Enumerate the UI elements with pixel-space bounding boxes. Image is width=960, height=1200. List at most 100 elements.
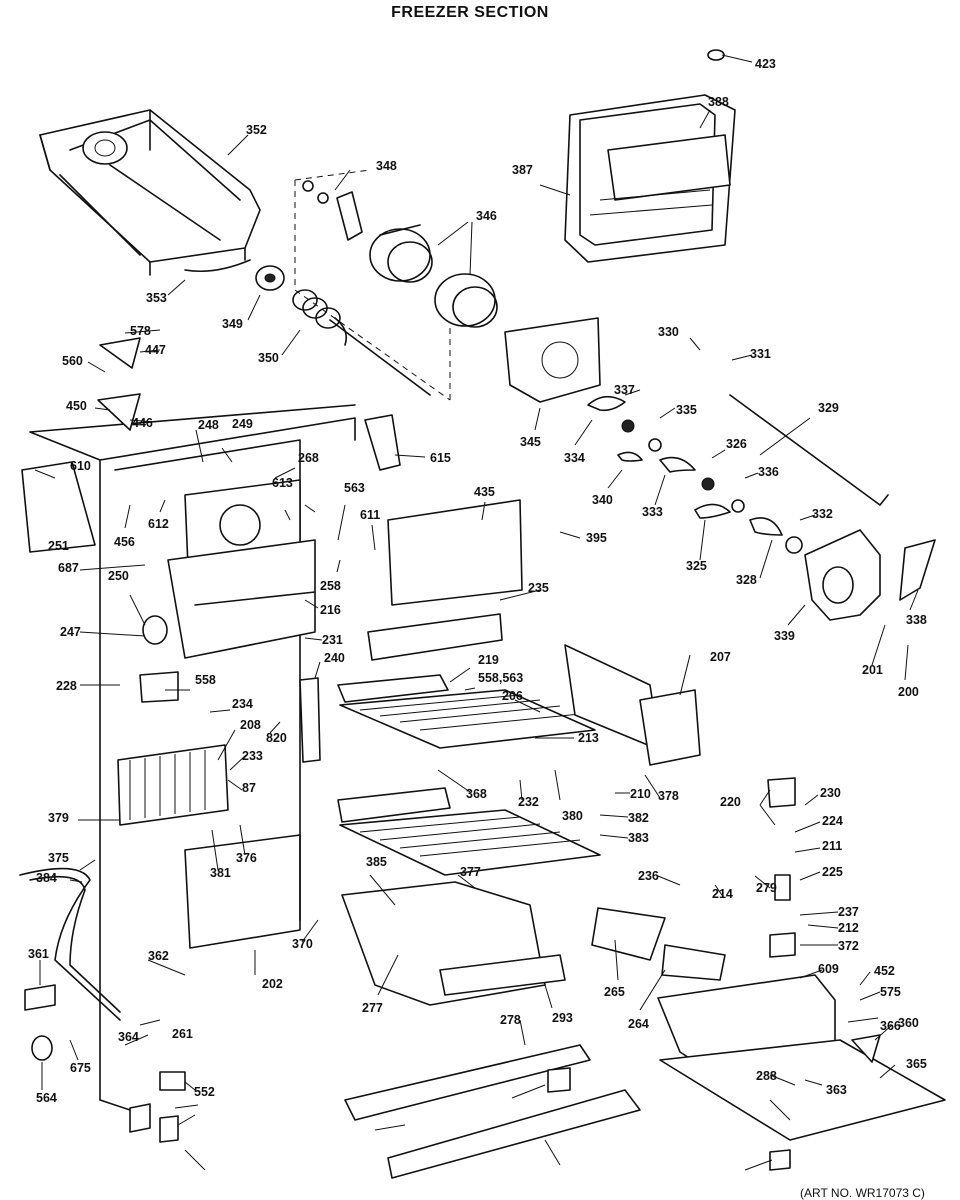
part-callout-353: 353	[146, 291, 167, 305]
part-callout-337: 337	[614, 383, 635, 397]
part-callout-563: 563	[344, 481, 365, 495]
timer-370-drawing	[661, 944, 726, 981]
part-callout-333: 333	[642, 505, 663, 519]
part-callouts: 4233883873523483463533493505784475604504…	[28, 57, 927, 1105]
part-callout-552: 552	[194, 1085, 215, 1099]
part-callout-388: 388	[708, 95, 729, 109]
part-callout-228: 228	[56, 679, 77, 693]
part-callout-87: 87	[242, 781, 256, 795]
part-callout-338: 338	[906, 613, 927, 627]
part-callout-220: 220	[720, 795, 741, 809]
part-callout-288: 288	[756, 1069, 777, 1083]
alignment-dashes	[294, 169, 451, 401]
part-callout-336: 336	[758, 465, 779, 479]
grille-288-drawing	[387, 1089, 641, 1179]
part-callout-214: 214	[712, 887, 733, 901]
part-callout-212: 212	[838, 921, 859, 935]
part-callout-384: 384	[36, 871, 57, 885]
part-callout-387: 387	[512, 163, 533, 177]
part-callout-236: 236	[638, 869, 659, 883]
part-callout-202: 202	[262, 977, 283, 991]
ice-maker-drawing	[564, 644, 701, 766]
part-callout-330: 330	[658, 325, 679, 339]
part-callout-293: 293	[552, 1011, 573, 1025]
part-callout-206: 206	[502, 689, 523, 703]
part-callout-361: 361	[28, 947, 49, 961]
part-callout-265: 265	[604, 985, 625, 999]
part-callout-363: 363	[826, 1083, 847, 1097]
part-callout-452: 452	[874, 964, 895, 978]
part-callout-331: 331	[750, 347, 771, 361]
part-callout-352: 352	[246, 123, 267, 137]
part-callout-225: 225	[822, 865, 843, 879]
part-callout-381: 381	[210, 866, 231, 880]
part-callout-279: 279	[756, 881, 777, 895]
motor-drawing	[785, 529, 936, 621]
part-callout-423: 423	[755, 57, 776, 71]
shelf-front-258-drawing	[367, 613, 503, 661]
part-callout-456: 456	[114, 535, 135, 549]
wire-329-drawing	[729, 394, 889, 506]
leader-lines	[34, 54, 919, 1171]
part-callout-575: 575	[880, 985, 901, 999]
part-callout-365: 365	[906, 1057, 927, 1071]
part-callout-240: 240	[324, 651, 345, 665]
part-callout-207: 207	[710, 650, 731, 664]
bracket-372-drawing	[591, 907, 666, 961]
part-callout-328: 328	[736, 573, 757, 587]
auger-drawing	[255, 265, 431, 396]
diagram-title: FREEZER SECTION	[391, 4, 549, 21]
part-callout-383: 383	[628, 831, 649, 845]
part-callout-578: 578	[130, 324, 151, 338]
part-callout-611: 611	[360, 508, 380, 522]
part-callout-450: 450	[66, 399, 87, 413]
part-callout-687: 687	[58, 561, 79, 575]
part-callout-219: 219	[478, 653, 499, 667]
part-callout-340: 340	[592, 493, 613, 507]
part-callout-348: 348	[376, 159, 397, 173]
part-callout-395: 395	[586, 531, 607, 545]
part-callout-235: 235	[528, 581, 549, 595]
part-callout-213: 213	[578, 731, 599, 745]
part-callout-210: 210	[630, 787, 651, 801]
part-callout-820: 820	[266, 731, 287, 745]
part-callout-385: 385	[366, 855, 387, 869]
part-callout-248: 248	[198, 418, 219, 432]
part-callout-609: 609	[818, 962, 839, 976]
part-callout-345: 345	[520, 435, 541, 449]
part-callout-237: 237	[838, 905, 859, 919]
part-callout-278: 278	[500, 1013, 521, 1027]
part-callout-326: 326	[726, 437, 747, 451]
part-callout-249: 249	[232, 417, 253, 431]
part-callout-372: 372	[838, 939, 859, 953]
part-callout-208: 208	[240, 718, 261, 732]
part-callout-612: 612	[148, 517, 169, 531]
part-callout-224: 224	[822, 814, 843, 828]
part-callout-378: 378	[658, 789, 679, 803]
part-callout-376: 376	[236, 851, 257, 865]
evaporator-coil-drawing	[117, 744, 229, 826]
part-callout-380: 380	[562, 809, 583, 823]
part-callout-368: 368	[466, 787, 487, 801]
part-callout-335: 335	[676, 403, 697, 417]
part-callout-247: 247	[60, 625, 81, 639]
part-callout-216: 216	[320, 603, 341, 617]
small-parts-drawing	[21, 337, 881, 1171]
part-callout-334: 334	[564, 451, 585, 465]
part-callout-366: 366	[880, 1019, 901, 1033]
drawing-layer	[19, 49, 946, 1179]
part-callout-613: 613	[272, 476, 293, 490]
part-callout-382: 382	[628, 811, 649, 825]
part-callout-211: 211	[822, 839, 842, 853]
part-callout-251: 251	[48, 539, 69, 553]
wire-shelf-upper-drawing	[337, 674, 596, 749]
part-callout-447: 447	[145, 343, 166, 357]
part-callout-233: 233	[242, 749, 263, 763]
part-callout-610: 610	[70, 459, 91, 473]
part-callout-364: 364	[118, 1030, 139, 1044]
part-callout-375: 375	[48, 851, 69, 865]
part-callout-250: 250	[108, 569, 129, 583]
gear-train-drawing	[587, 395, 783, 536]
part-callout-379: 379	[48, 811, 69, 825]
